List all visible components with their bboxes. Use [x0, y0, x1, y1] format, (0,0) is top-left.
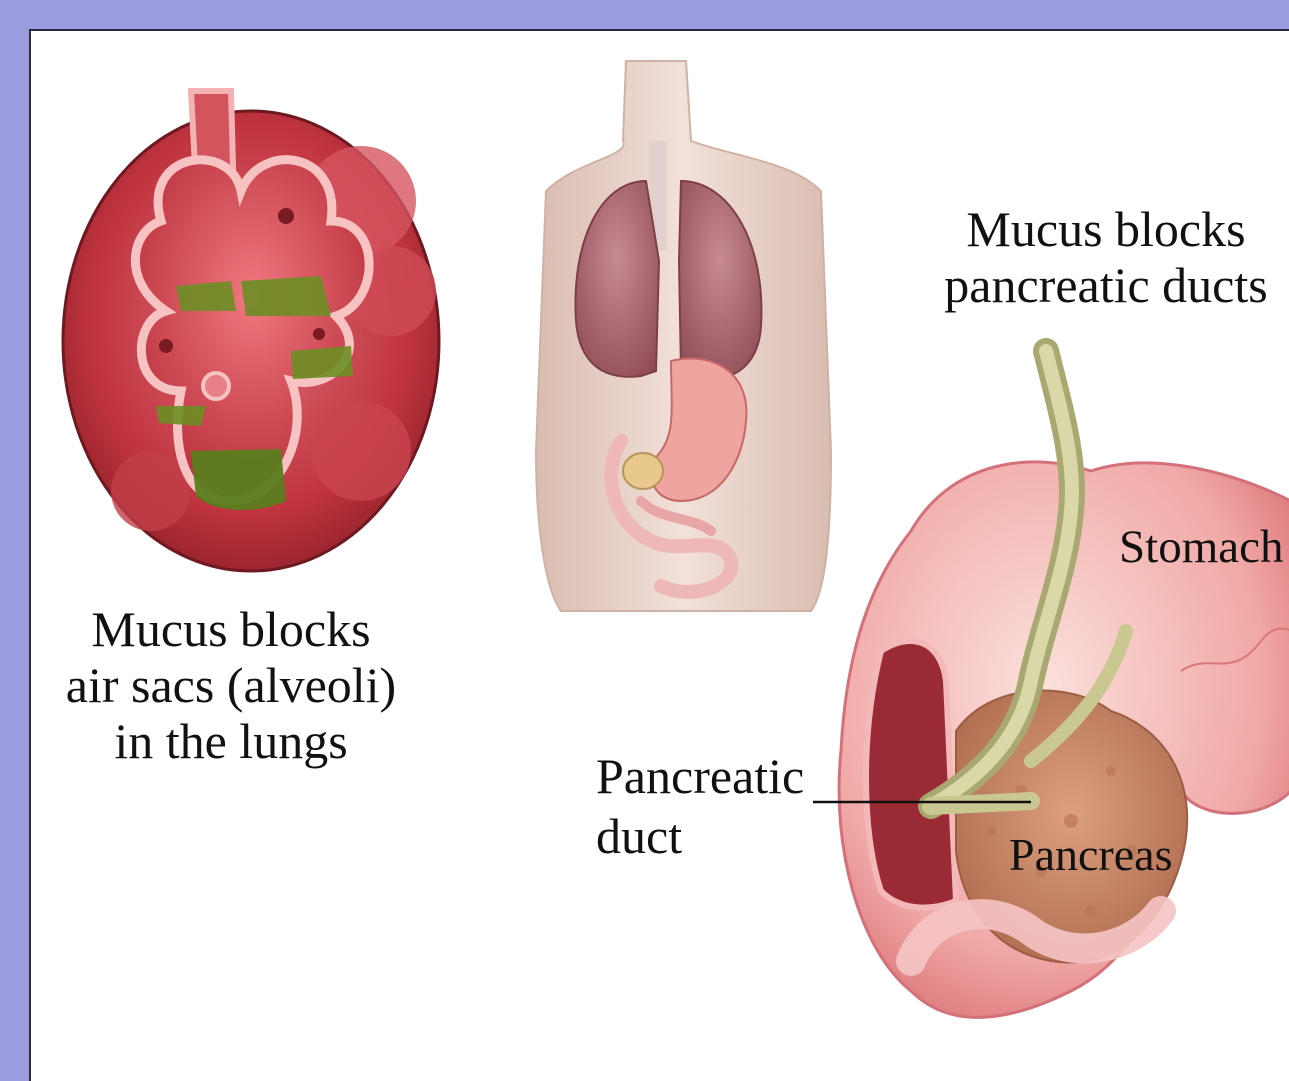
- stomach-label: Stomach: [1119, 521, 1283, 574]
- diagram-panel: Mucus blocks air sacs (alveoli) in the l…: [29, 29, 1289, 1081]
- alveoli-caption-line-3: in the lungs: [31, 713, 431, 769]
- pancreatic-ducts-caption-line-1: Mucus blocks: [911, 201, 1289, 257]
- stomach-pancreas-detail: [839, 351, 1289, 1017]
- alveoli-cross-section: [63, 91, 439, 571]
- alveoli-caption-line-2: air sacs (alveoli): [31, 657, 431, 713]
- pancreatic-duct-label: Pancreatic duct: [596, 746, 804, 866]
- duodenum-opening: [866, 641, 956, 908]
- pancreatic-duct-label-line-1: Pancreatic: [596, 746, 804, 806]
- pancreatic-ducts-caption-line-2: pancreatic ducts: [911, 257, 1289, 313]
- alveoli-caption-line-1: Mucus blocks: [31, 601, 431, 657]
- torso-illustration: [536, 61, 831, 611]
- alveoli-caption: Mucus blocks air sacs (alveoli) in the l…: [31, 601, 431, 769]
- pancreas-label: Pancreas: [1009, 829, 1172, 881]
- illustration-canvas: [31, 31, 1289, 1081]
- pancreatic-duct-label-line-2: duct: [596, 806, 804, 866]
- pancreatic-ducts-caption: Mucus blocks pancreatic ducts: [911, 201, 1289, 313]
